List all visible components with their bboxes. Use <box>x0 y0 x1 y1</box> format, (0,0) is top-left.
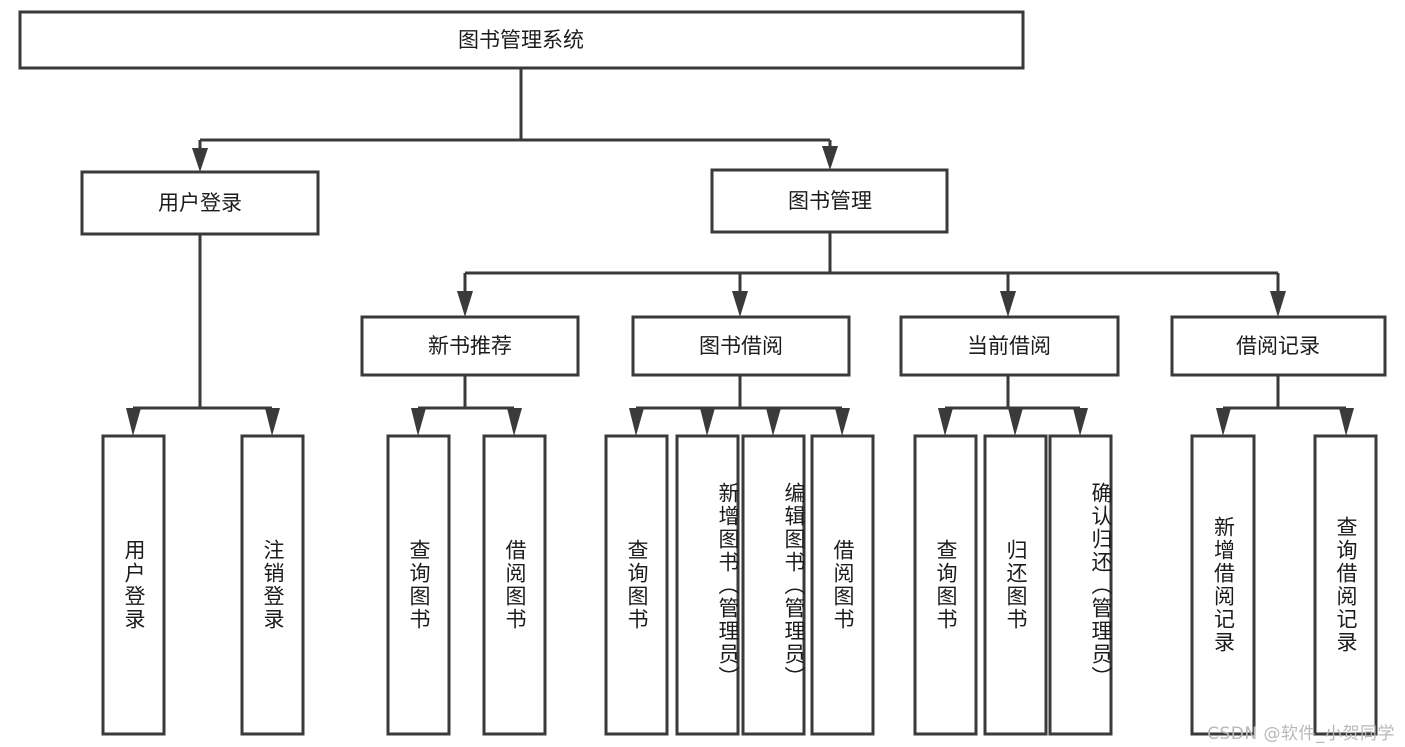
node-current-borrow[interactable]: 当前借阅 <box>899 315 1120 377</box>
node-root-system-label: 图书管理系统 <box>458 28 584 52</box>
connector-group-book-borrow <box>629 375 850 436</box>
node-root-system-box <box>18 10 1025 70</box>
node-borrow-record[interactable]: 借阅记录 <box>1170 315 1387 377</box>
connector-group-root <box>192 68 838 172</box>
leaf-box-query-book-3[interactable] <box>913 434 978 736</box>
node-book-manage-label: 图书管理 <box>788 189 872 213</box>
csdn-watermark: CSDN @软件_小贺同学 <box>1207 724 1395 744</box>
arrow-head-book-borrow <box>732 291 748 317</box>
connector-group-current-borrow <box>938 375 1088 436</box>
arrow-head-book-manage <box>822 146 838 170</box>
arrow-head-leaf-query-book-1 <box>411 408 426 436</box>
leaf-box-query-book-2[interactable] <box>604 434 669 736</box>
arrow-head-leaf-confirm-return <box>1073 408 1088 436</box>
leaf-box-logout[interactable] <box>240 434 305 736</box>
arrow-head-leaf-query-book-3 <box>938 408 953 436</box>
arrow-head-leaf-add-record <box>1216 408 1231 436</box>
node-current-borrow-label: 当前借阅 <box>967 334 1051 358</box>
node-root-system[interactable]: 图书管理系统 <box>18 10 1025 70</box>
arrow-head-leaf-user-login <box>126 408 141 436</box>
node-book-borrow[interactable]: 图书借阅 <box>631 315 851 377</box>
node-book-borrow-label: 图书借阅 <box>699 334 783 358</box>
node-user-login[interactable]: 用户登录 <box>80 170 320 236</box>
arrow-head-leaf-logout <box>265 408 280 436</box>
arrow-head-leaf-query-book-2 <box>629 408 644 436</box>
node-book-borrow-box <box>631 315 851 377</box>
node-new-book-recommend[interactable]: 新书推荐 <box>360 315 580 377</box>
arrow-head-leaf-return-book <box>1008 408 1023 436</box>
leaf-box-query-record[interactable] <box>1313 434 1378 736</box>
node-new-book-recommend-box <box>360 315 580 377</box>
leaf-box-query-book-1[interactable] <box>386 434 451 736</box>
arrow-head-user-login <box>192 148 208 172</box>
arrow-head-leaf-edit-book <box>766 408 781 436</box>
arrow-head-borrow-record <box>1270 291 1286 317</box>
leaf-box-add-record[interactable] <box>1190 434 1256 736</box>
connector-group-user-login <box>126 234 280 436</box>
node-book-manage-box <box>710 168 949 234</box>
leaf-box-confirm-return[interactable] <box>1048 434 1113 736</box>
arrow-head-leaf-borrow-book-2 <box>835 408 850 436</box>
node-borrow-record-label: 借阅记录 <box>1236 334 1320 358</box>
connector-group-book-manage <box>457 232 1286 317</box>
leaf-box-return-book[interactable] <box>983 434 1048 736</box>
arrow-head-leaf-query-record <box>1339 408 1354 436</box>
arrow-head-leaf-add-book <box>700 408 715 436</box>
arrow-head-current-borrow <box>1000 291 1016 317</box>
node-current-borrow-box <box>899 315 1120 377</box>
arrow-head-new-book <box>457 291 473 317</box>
node-user-login-box <box>80 170 320 236</box>
leaf-box-borrow-book-2[interactable] <box>810 434 875 736</box>
node-new-book-recommend-label: 新书推荐 <box>428 334 512 358</box>
leaf-box-user-login[interactable] <box>101 434 166 736</box>
leaf-box-borrow-book-1[interactable] <box>482 434 547 736</box>
connector-group-borrow-record <box>1216 375 1354 436</box>
node-book-manage[interactable]: 图书管理 <box>710 168 949 234</box>
leaf-box-edit-book[interactable] <box>741 434 806 736</box>
connector-group-new-book <box>411 375 522 436</box>
arrow-head-leaf-borrow-book-1 <box>507 408 522 436</box>
leaf-boxes <box>101 434 1378 736</box>
node-borrow-record-box <box>1170 315 1387 377</box>
node-user-login-label: 用户登录 <box>158 191 242 215</box>
leaf-box-add-book[interactable] <box>675 434 740 736</box>
